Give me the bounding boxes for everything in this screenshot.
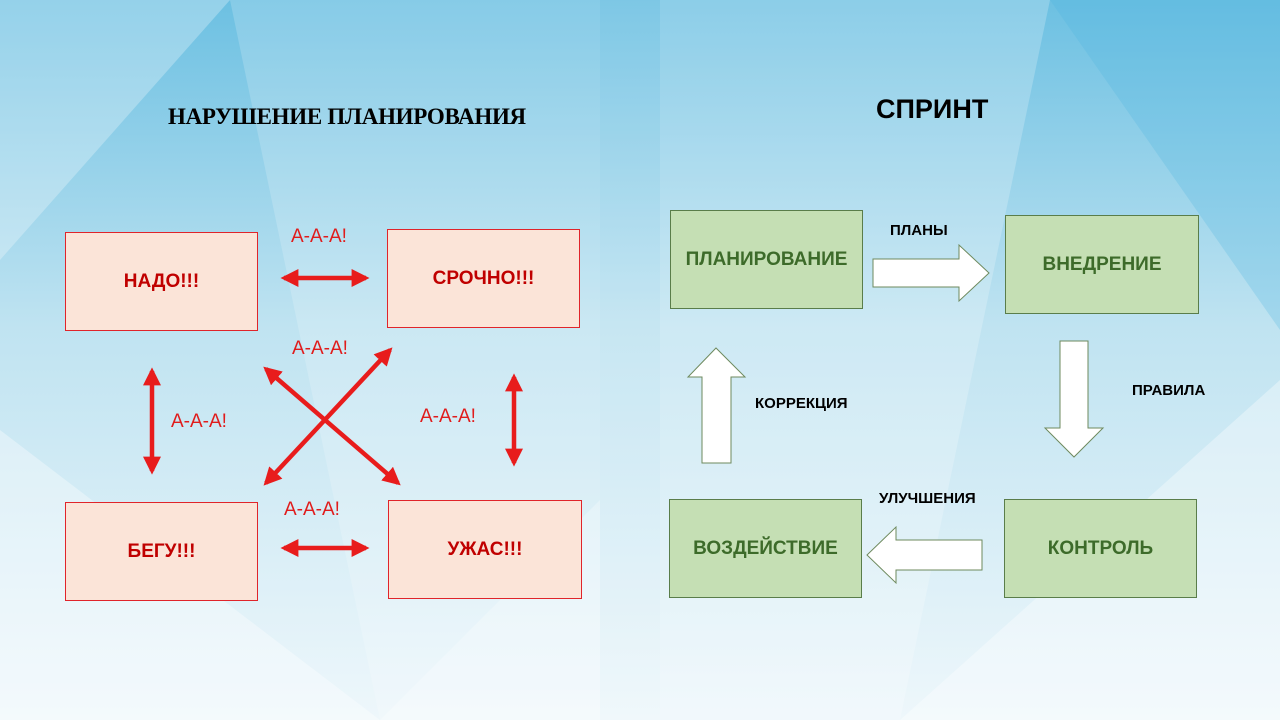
box-uzhas-label: УЖАС!!! xyxy=(447,538,523,560)
box-nado-label: НАДО!!! xyxy=(123,270,200,292)
box-control-label: КОНТРОЛЬ xyxy=(1047,537,1154,559)
aaa-label-center: А-А-А! xyxy=(292,338,348,359)
box-planning: ПЛАНИРОВАНИЕ xyxy=(670,210,863,309)
box-implementation: ВНЕДРЕНИЕ xyxy=(1005,215,1199,314)
aaa-label-top: А-А-А! xyxy=(291,226,347,247)
box-uzhas: УЖАС!!! xyxy=(388,500,582,599)
label-improvements: УЛУЧШЕНИЯ xyxy=(879,490,976,507)
box-srochno-label: СРОЧНО!!! xyxy=(432,267,535,289)
box-srochno: СРОЧНО!!! xyxy=(387,229,580,328)
box-impact: ВОЗДЕЙСТВИЕ xyxy=(669,499,862,598)
block-arrow-right xyxy=(872,243,990,303)
label-rules: ПРАВИЛА xyxy=(1132,382,1206,399)
block-arrow-left xyxy=(866,525,983,585)
aaa-label-bottom: А-А-А! xyxy=(284,499,340,520)
label-plans: ПЛАНЫ xyxy=(890,222,948,239)
box-control: КОНТРОЛЬ xyxy=(1004,499,1197,598)
box-planning-label: ПЛАНИРОВАНИЕ xyxy=(685,248,848,270)
box-nado: НАДО!!! xyxy=(65,232,258,331)
right-title: СПРИНТ xyxy=(876,94,989,124)
box-begu-label: БЕГУ!!! xyxy=(127,540,196,562)
box-begu: БЕГУ!!! xyxy=(65,502,258,601)
left-title: НАРУШЕНИЕ ПЛАНИРОВАНИЯ xyxy=(168,104,526,129)
aaa-label-left: А-А-А! xyxy=(171,411,227,432)
box-impact-label: ВОЗДЕЙСТВИЕ xyxy=(693,537,838,559)
aaa-label-right: А-А-А! xyxy=(420,406,476,427)
arrow-diagonal-2 xyxy=(263,347,393,486)
box-implementation-label: ВНЕДРЕНИЕ xyxy=(1042,253,1162,275)
block-arrow-up xyxy=(686,347,747,464)
block-arrow-down xyxy=(1043,340,1105,458)
label-correction: КОРРЕКЦИЯ xyxy=(755,395,848,412)
